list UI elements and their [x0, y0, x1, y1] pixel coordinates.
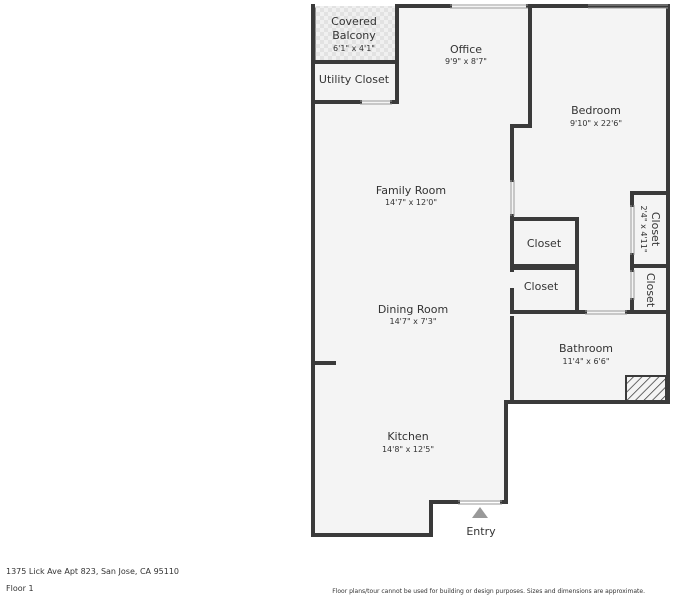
- bathroom-name: Bathroom: [559, 342, 613, 355]
- family-room-dimensions: 14'7" x 12'0": [385, 198, 437, 207]
- balcony-name-line1: Covered: [331, 15, 377, 28]
- interior-floor: [313, 6, 668, 535]
- openings: [360, 4, 668, 505]
- kitchen-name: Kitchen: [387, 430, 428, 443]
- closet-2-name: Closet: [524, 280, 559, 293]
- property-address: 1375 Lick Ave Apt 823, San Jose, CA 9511…: [6, 567, 180, 576]
- entry-label: Entry: [466, 525, 496, 538]
- utility-closet-name: Utility Closet: [319, 73, 390, 86]
- bedroom-closet-name: Closet: [649, 212, 662, 247]
- walls: [311, 4, 670, 537]
- office-name: Office: [450, 43, 482, 56]
- closet-1-name: Closet: [527, 237, 562, 250]
- balcony-floor: [313, 6, 397, 62]
- balcony-name-line2: Balcony: [332, 29, 376, 42]
- dining-room-name: Dining Room: [378, 303, 448, 316]
- bedroom-dimensions: 9'10" x 22'6": [570, 119, 622, 128]
- office-dimensions: 9'9" x 8'7": [445, 57, 487, 66]
- floor-label: Floor 1: [6, 584, 34, 593]
- dining-room-dimensions: 14'7" x 7'3": [389, 317, 436, 326]
- bedroom-closet-dimensions: 2'4" x 4'11": [639, 205, 648, 252]
- bathroom-dimensions: 11'4" x 6'6": [562, 357, 609, 366]
- bedroom-name: Bedroom: [571, 104, 621, 117]
- closet-3-name: Closet: [644, 273, 657, 308]
- kitchen-dimensions: 14'8" x 12'5": [382, 445, 434, 454]
- entry-arrow-icon: [472, 507, 488, 518]
- disclaimer-text: Floor plans/tour cannot be used for buil…: [332, 588, 645, 595]
- hatched-fixture: [625, 375, 667, 403]
- balcony-dimensions: 6'1" x 4'1": [333, 44, 375, 53]
- family-room-name: Family Room: [376, 184, 446, 197]
